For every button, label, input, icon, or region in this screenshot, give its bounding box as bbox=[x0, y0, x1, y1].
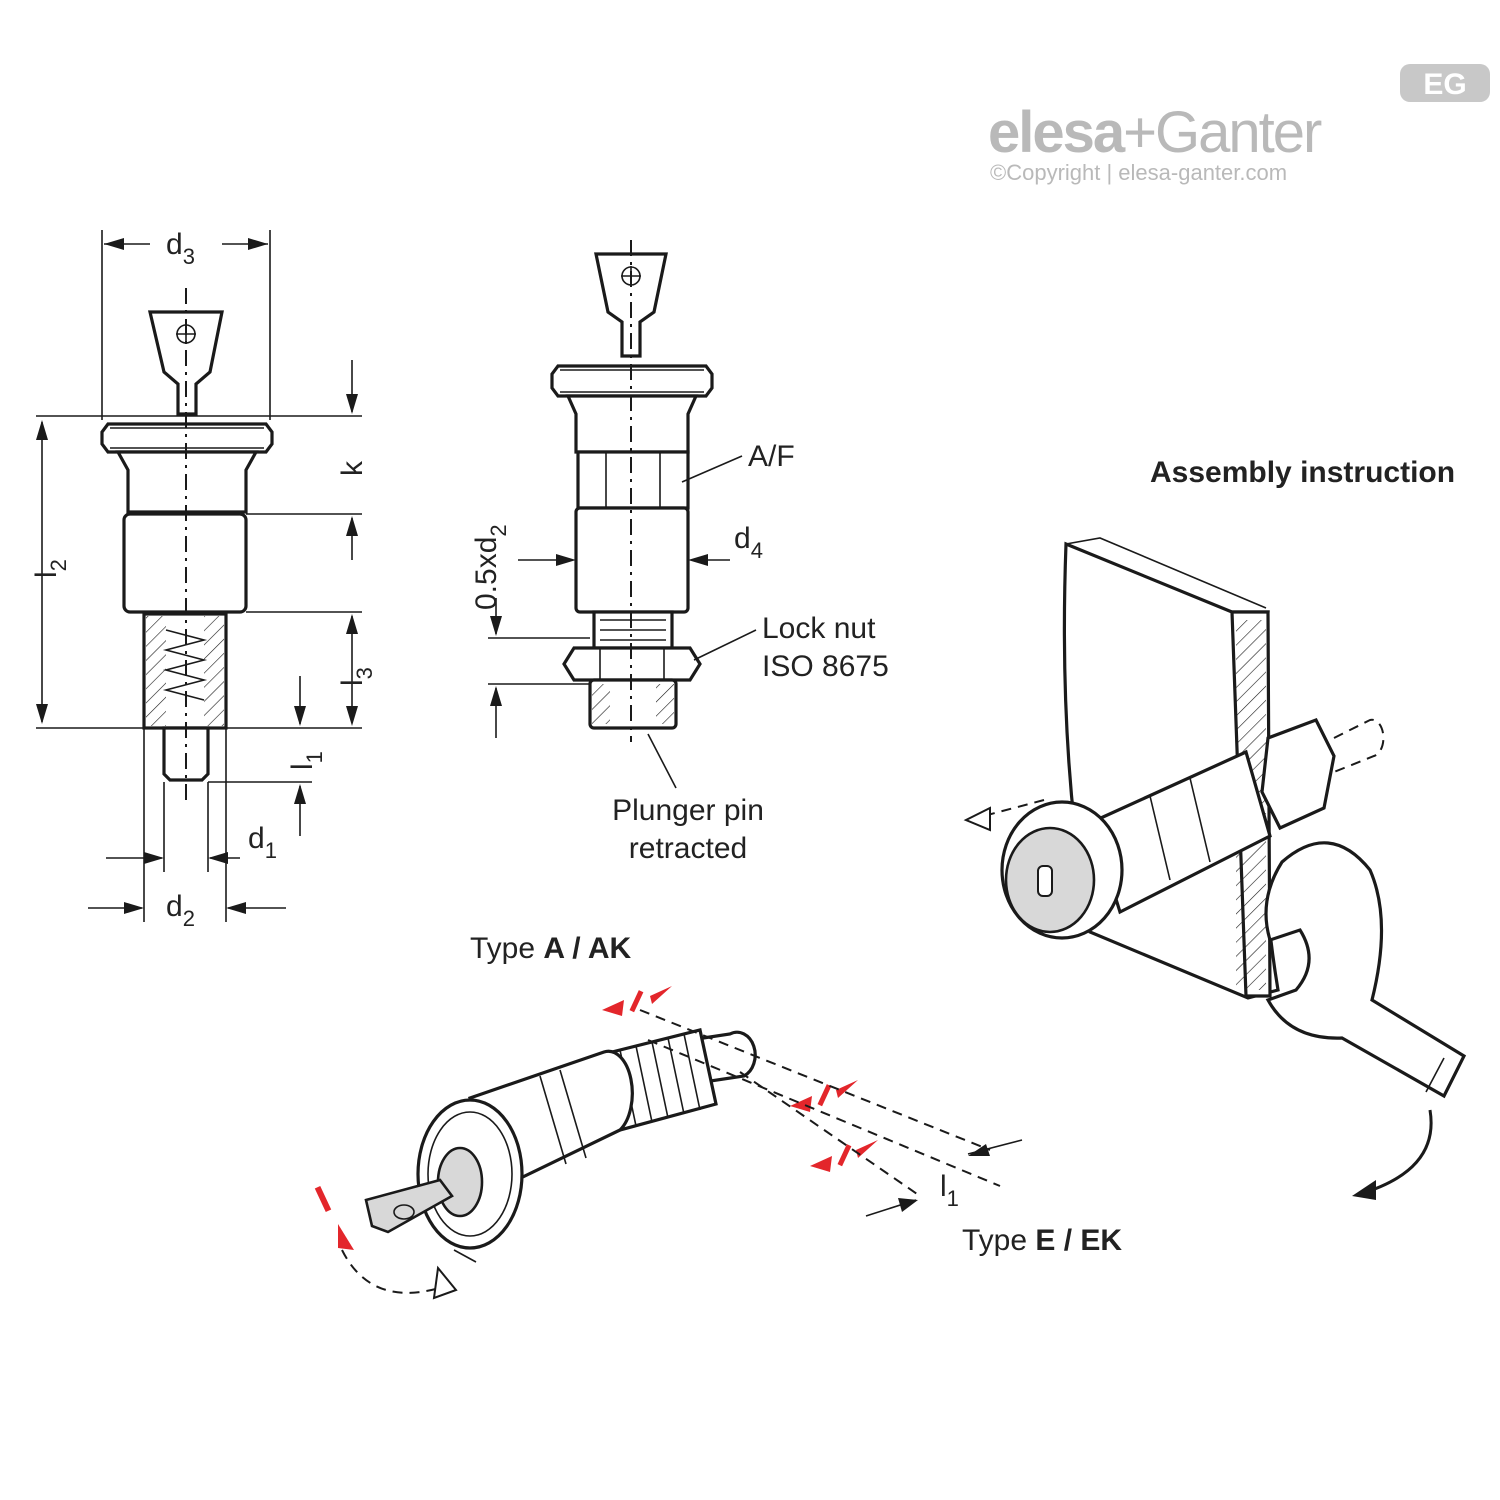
callout-plunger-2: retracted bbox=[629, 832, 747, 865]
dim-l1-iso-sub: 1 bbox=[947, 1186, 959, 1211]
callout-af: A/F bbox=[748, 440, 795, 473]
dim-d4-sub: 4 bbox=[751, 538, 763, 563]
iso-rotate-head bbox=[432, 1265, 458, 1300]
svg-text:0.5xd2: 0.5xd2 bbox=[470, 524, 511, 610]
dim-l3-sub: 3 bbox=[352, 667, 377, 679]
brand-badge-box bbox=[1400, 64, 1490, 102]
dim-l1-sub: 1 bbox=[302, 751, 327, 763]
type-a-bold: A / AK bbox=[543, 932, 631, 965]
callout-lock-nut-2: ISO 8675 bbox=[762, 650, 889, 683]
svg-text:l2: l2 bbox=[30, 559, 71, 578]
svg-text:l1: l1 bbox=[940, 1170, 959, 1211]
dim-d2-main: d bbox=[166, 890, 183, 923]
svg-text:l1: l1 bbox=[286, 751, 327, 770]
svg-text:d3: d3 bbox=[166, 228, 195, 269]
hex-center bbox=[576, 450, 690, 510]
dim-half-d2-main: 0.5xd bbox=[470, 537, 503, 610]
svg-text:l3: l3 bbox=[336, 667, 377, 686]
dim-d2-sub: 2 bbox=[183, 906, 195, 931]
svg-text:Type A / AK: Type A / AK bbox=[470, 932, 631, 965]
brand-name-left: elesa bbox=[988, 100, 1126, 165]
dim-l2-sub: 2 bbox=[46, 559, 71, 571]
svg-text:d4: d4 bbox=[734, 522, 763, 563]
assembly-nut bbox=[1260, 717, 1336, 831]
brand-plus: + bbox=[1123, 100, 1155, 165]
dim-k: k bbox=[336, 460, 369, 476]
dim-l1-main: l bbox=[286, 763, 319, 770]
dim-d1-main: d bbox=[248, 822, 265, 855]
type-e-bold: E / EK bbox=[1035, 1224, 1122, 1257]
assembly-title: Assembly instruction bbox=[1150, 456, 1455, 489]
dim-l2-main: l bbox=[30, 571, 63, 578]
iso-rotate-arrow bbox=[341, 1249, 447, 1294]
dim-l1-iso-main: l bbox=[940, 1170, 947, 1203]
dim-d3-sub: 3 bbox=[183, 244, 195, 269]
dim-l3-main: l bbox=[336, 679, 369, 686]
wrench bbox=[1264, 841, 1467, 1099]
lock-nut-center bbox=[562, 646, 702, 682]
brand-badge: EG bbox=[1423, 68, 1466, 101]
side-view-lock-nut: A/F d4 0.5xd2 Lock nut ISO 8675 Plunger … bbox=[470, 240, 889, 865]
brand-copyright: ©Copyright | elesa-ganter.com bbox=[990, 160, 1287, 185]
assembly-instruction: Assembly instruction bbox=[963, 456, 1467, 1200]
front-view-dimensioned: d3 l2 k l3 l1 d1 bbox=[30, 228, 377, 931]
type-a-prefix: Type bbox=[470, 932, 543, 965]
type-e-prefix: Type bbox=[962, 1224, 1035, 1257]
red-markers bbox=[602, 986, 878, 1172]
brand-logo: EG elesa+Ganter ©Copyright | elesa-gante… bbox=[988, 64, 1490, 185]
brand-name-right: Ganter bbox=[1155, 100, 1322, 165]
isometric-plunger: Type A / AK bbox=[314, 932, 1122, 1300]
svg-text:d1: d1 bbox=[248, 822, 277, 863]
dim-d1-sub: 1 bbox=[265, 838, 277, 863]
dim-half-d2-sub: 2 bbox=[486, 524, 511, 536]
dim-d3-main: d bbox=[166, 228, 183, 261]
callout-plunger-1: Plunger pin bbox=[612, 794, 764, 827]
svg-text:Type E / EK: Type E / EK bbox=[962, 1224, 1122, 1257]
knob-center bbox=[550, 364, 714, 398]
dim-d4-main: d bbox=[734, 522, 751, 555]
wrench-rotate-arrow bbox=[1359, 1109, 1433, 1196]
svg-text:elesa+Ganter: elesa+Ganter bbox=[988, 100, 1322, 165]
svg-text:d2: d2 bbox=[166, 890, 195, 931]
knob-left bbox=[100, 422, 274, 454]
callout-lock-nut-1: Lock nut bbox=[762, 612, 876, 645]
